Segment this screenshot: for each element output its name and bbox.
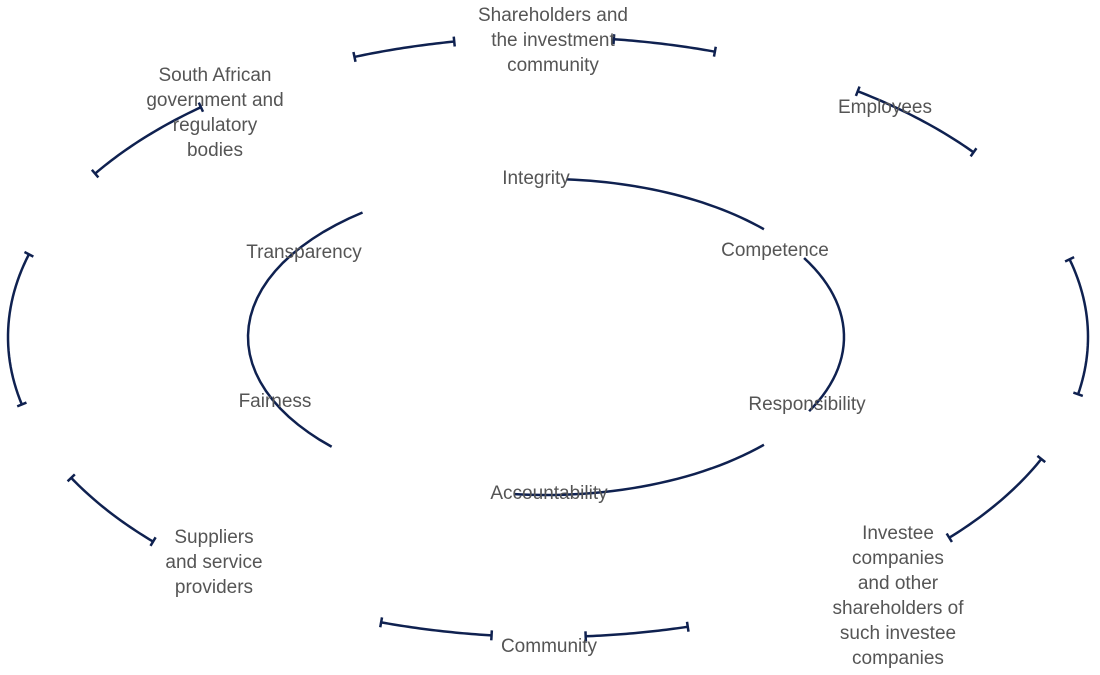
- stakeholder-arc-suppliers-west-cap-0: [149, 536, 157, 547]
- stakeholder-arc-west-cap-1: [23, 250, 34, 258]
- stakeholder-arc-shareholders-government: [354, 40, 455, 59]
- stakeholder-arc-suppliers-west-cap-1: [66, 473, 76, 483]
- value-accountability: Accountability: [490, 483, 608, 504]
- stakeholder-arc-suppliers-west: [70, 476, 154, 543]
- stakeholder-arc-east-investees-cap-1: [945, 532, 953, 543]
- stakeholder-arc-east-investees-cap-0: [1036, 454, 1047, 464]
- stakeholder-community: Community: [500, 636, 598, 657]
- stakeholder-arc-east: [1068, 258, 1090, 395]
- stakeholder-government: South African government and regulatory …: [146, 65, 284, 161]
- value-responsibility: Responsibility: [748, 394, 866, 415]
- stakeholder-arc-shareholders-employees: [613, 37, 716, 53]
- values-arc-fairness-transparency: [246, 211, 364, 448]
- stakeholder-arc-west-government-cap-0: [90, 168, 100, 179]
- stakeholder-employees: Employees: [838, 97, 932, 118]
- value-integrity: Integrity: [502, 168, 570, 189]
- stakeholder-arc-east-cap-0: [1064, 256, 1075, 263]
- value-transparency: Transparency: [246, 242, 362, 263]
- stakeholder-arc-employees-east-cap-1: [969, 147, 978, 158]
- stakeholder-arc-west: [6, 253, 31, 405]
- stakeholder-arc-shareholders-employees-cap-1: [712, 46, 717, 57]
- value-fairness: Fairness: [238, 391, 312, 412]
- stakeholder-arc-shareholders-employees-cap-0: [612, 34, 616, 45]
- stakeholder-arc-east-cap-1: [1072, 391, 1084, 398]
- values-arc-responsibility-accountability: [514, 443, 765, 497]
- stakeholder-arc-employees-east-cap-0: [854, 86, 861, 97]
- stakeholder-shareholders: Shareholders and the investment communit…: [478, 5, 628, 76]
- stakeholder-arc-community-suppliers-cap-0: [490, 630, 494, 641]
- stakeholder-arc-shareholders-government-cap-1: [352, 51, 357, 63]
- stakeholder-arc-employees-east: [857, 90, 975, 154]
- stakeholder-arc-west-cap-0: [16, 401, 27, 408]
- stakeholder-arc-community-suppliers-cap-1: [379, 617, 384, 628]
- stakeholder-arc-east-investees: [948, 458, 1043, 539]
- stakeholder-arc-investees-community-cap-0: [685, 621, 690, 632]
- stakeholder-arc-west-government-cap-1: [197, 102, 205, 113]
- values-arc-integrity-competence: [566, 178, 765, 231]
- stakeholder-arc-west-government: [94, 106, 202, 175]
- value-competence: Competence: [721, 240, 829, 261]
- stakeholder-suppliers: Suppliers and service providers: [165, 527, 263, 598]
- stakeholder-arc-community-suppliers: [380, 621, 492, 637]
- values-arc-competence-responsibility: [803, 257, 846, 413]
- stakeholder-arc-investees-community: [585, 625, 688, 638]
- stakeholder-investees: Investee companies and other shareholder…: [832, 523, 964, 669]
- stakeholder-arc-shareholders-government-cap-0: [452, 36, 456, 47]
